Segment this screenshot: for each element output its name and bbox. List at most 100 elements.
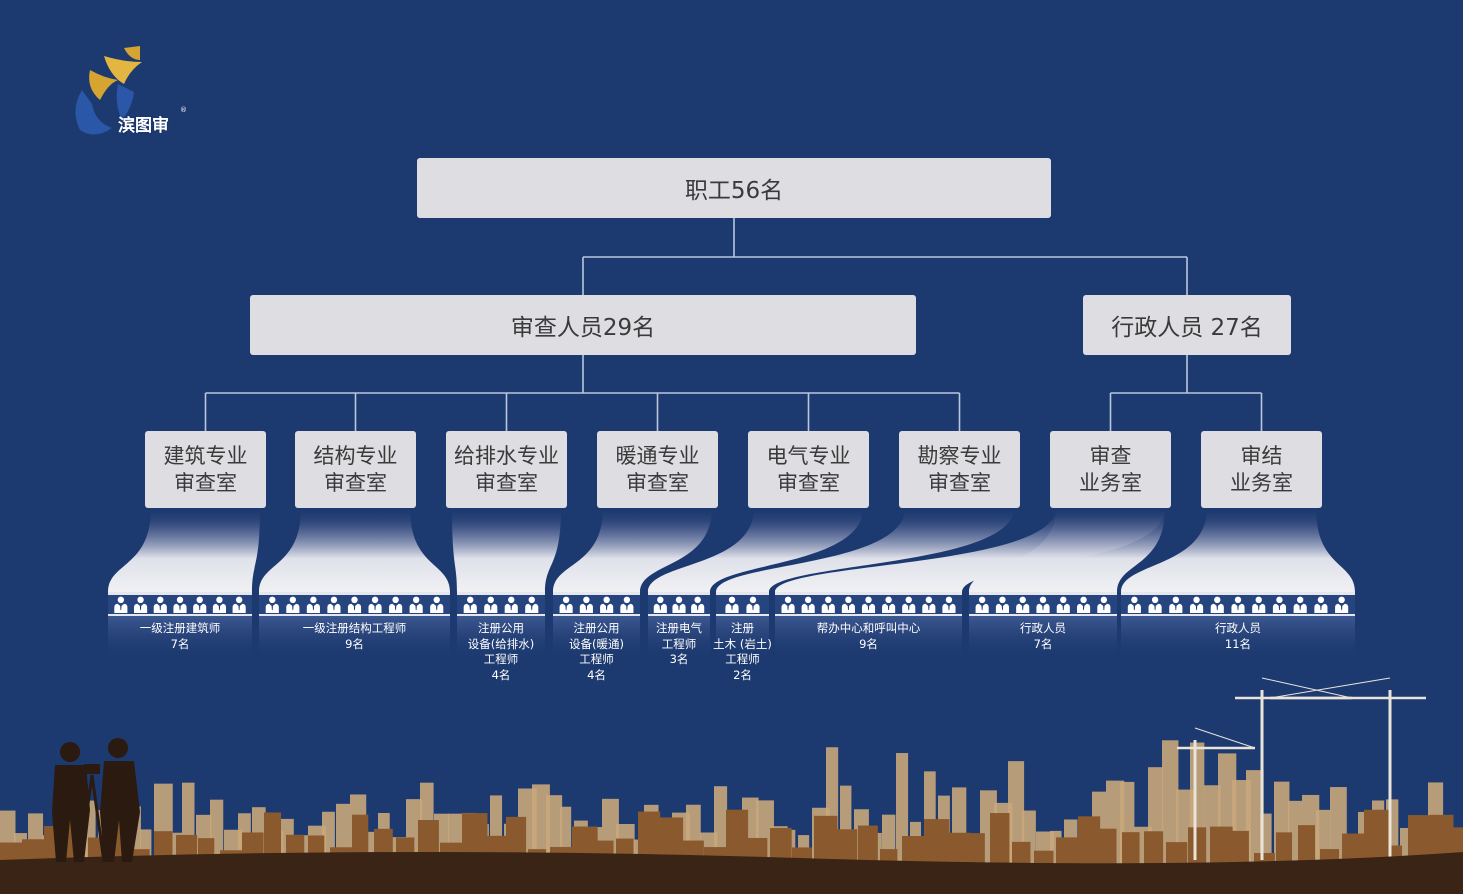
building [560, 806, 572, 870]
tripod-leg [90, 774, 106, 863]
crane-icon [1269, 677, 1391, 699]
department-label: 业务室 [1230, 470, 1293, 495]
group-label-line: 2名 [733, 667, 752, 682]
department-label: 建筑专业 [163, 443, 248, 468]
building [990, 813, 1010, 878]
label-band [969, 616, 1117, 660]
surveyor-head [60, 742, 80, 762]
logo-registered-mark: ® [180, 106, 187, 114]
label-band [716, 616, 769, 660]
funnel [108, 508, 260, 592]
root-node-label: 职工56名 [684, 178, 784, 204]
group-label-line: 4名 [491, 667, 511, 682]
ground [0, 851, 1463, 894]
department-label: 审查室 [777, 470, 840, 495]
building [1246, 770, 1264, 870]
group-label-line: 工程师 [661, 636, 697, 651]
group-label-line: 11名 [1224, 636, 1252, 651]
department-node: 电气专业审查室 [748, 431, 869, 508]
building [1078, 816, 1101, 878]
group-label-line: 4名 [587, 667, 606, 682]
group-label-line: 3名 [669, 652, 689, 666]
group-label-line: 行政人员 [1215, 621, 1261, 635]
branch-node-label: 行政人员 27名 [1111, 315, 1263, 341]
funnel-shapes [108, 508, 1355, 660]
department-node: 建筑专业审查室 [145, 431, 266, 508]
group-label-line: 9名 [345, 636, 364, 651]
group-label-line: 行政人员 [1020, 621, 1066, 635]
department-label: 审查室 [626, 470, 689, 495]
tripod-leg [78, 774, 94, 863]
surveyors-silhouette-icon [52, 738, 140, 863]
group-label-line: 注册公用 [478, 621, 524, 635]
people-backdrop [716, 595, 769, 614]
group-label-line: 9名 [859, 636, 878, 651]
city-skyline-illustration [0, 677, 1463, 894]
group-label-line: 土木 (岩土) [713, 636, 772, 651]
department-node: 结构专业审查室 [295, 431, 416, 508]
group-label-line: 帮办中心和呼叫中心 [816, 621, 921, 635]
group-label-line: 工程师 [725, 652, 760, 666]
group-label-line: 设备(给排水) [467, 636, 535, 651]
department-label: 审查 [1089, 443, 1132, 468]
funnel [716, 508, 1014, 592]
department-label: 电气专业 [766, 443, 851, 468]
building [532, 784, 550, 870]
logo-text: 滨图审 [118, 116, 169, 136]
department-label: 审查室 [475, 470, 538, 495]
label-band [775, 616, 962, 660]
department-label: 业务室 [1079, 470, 1142, 495]
department-node: 审查业务室 [1050, 431, 1171, 508]
department-label: 给排水专业 [454, 443, 559, 468]
department-node: 审结业务室 [1201, 431, 1322, 508]
group-label-line: 工程师 [579, 652, 614, 666]
people-backdrop [259, 595, 450, 614]
building [1050, 830, 1062, 870]
department-label: 勘察专业 [917, 443, 1002, 468]
building [1162, 740, 1179, 870]
branch-node-label: 审查人员29名 [510, 315, 656, 341]
label-band [259, 616, 450, 660]
funnel [259, 508, 450, 592]
label-band [108, 616, 252, 660]
label-band [648, 616, 710, 660]
branch-node-review: 审查人员29名 [250, 295, 916, 355]
root-node: 职工56名 [417, 158, 1051, 218]
department-node: 给排水专业审查室 [446, 431, 567, 508]
group-label-line: 一级注册结构工程师 [302, 621, 407, 635]
building [840, 785, 852, 870]
label-band [553, 616, 640, 660]
group-label-line: 注册 [731, 621, 754, 635]
department-node: 暖通专业审查室 [597, 431, 718, 508]
group-label-line: 设备(暖通) [569, 636, 624, 651]
department-label: 审查室 [324, 470, 387, 495]
group-label-line: 注册电气 [656, 621, 702, 635]
people-backdrop [457, 595, 545, 614]
funnel [648, 508, 863, 592]
department-label: 暖通专业 [615, 443, 700, 468]
group-label-line: 7名 [1033, 636, 1053, 651]
group-label-line: 工程师 [483, 652, 519, 666]
funnel [452, 508, 561, 592]
surveyor-head [108, 738, 128, 758]
building [84, 800, 96, 870]
group-label-line: 一级注册建筑师 [139, 621, 221, 635]
funnel [553, 508, 712, 592]
group-label-line: 注册公用 [573, 621, 620, 635]
crane-icon [1261, 677, 1353, 699]
building [1260, 813, 1272, 870]
people-backdrop [553, 595, 640, 614]
label-band [457, 616, 545, 660]
department-label: 结构专业 [313, 443, 398, 468]
surveyor-body [52, 765, 90, 862]
department-node: 勘察专业审查室 [899, 431, 1020, 508]
